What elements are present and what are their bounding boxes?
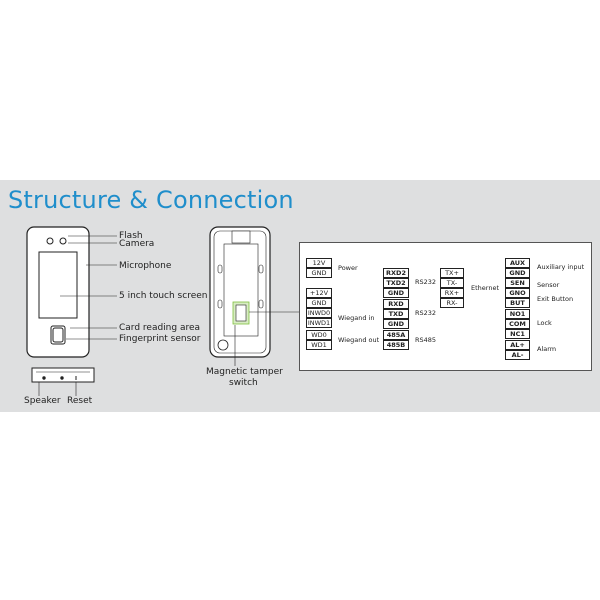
pin-gnd: GND (505, 268, 530, 278)
back-device (209, 226, 299, 366)
pin-12v: 12V (306, 258, 332, 268)
power-label: Power (338, 264, 358, 272)
pin-tx-plus: TX+ (440, 268, 464, 278)
pin-rx-plus: RX+ (440, 288, 464, 298)
tamper-label-line2: switch (229, 378, 258, 388)
microphone-label: Microphone (119, 261, 172, 271)
reset-label: Reset (67, 396, 93, 406)
pin-al-plus: AL+ (505, 340, 530, 350)
wiegand-out-label: Wiegand out (338, 336, 380, 344)
card-reading-label: Card reading area (119, 323, 201, 333)
camera-label: Camera (119, 239, 155, 249)
pin-no1: NO1 (505, 309, 530, 319)
pin-txd2: TXD2 (383, 278, 409, 288)
rs232-a-label: RS232 (415, 278, 437, 286)
pin-wd1: WD1 (306, 340, 332, 350)
front-device (26, 226, 90, 358)
pin-gnd: GND (306, 298, 332, 308)
pin-wd0: WD0 (306, 330, 332, 340)
pin-inwd0: INWD0 (306, 308, 332, 318)
speaker-label: Speaker (24, 396, 61, 406)
fingerprint-label: Fingerprint sensor (119, 334, 201, 344)
bottom-device (31, 367, 95, 396)
touch-screen-label: 5 inch touch screen (119, 291, 208, 301)
exit-button-label: Exit Button (537, 295, 574, 303)
pin-al-minus: AL- (505, 350, 530, 360)
wiegand-in-label: Wiegand in (338, 314, 375, 322)
pin-txd: TXD (383, 309, 409, 319)
sensor-label: Sensor (537, 281, 560, 289)
tamper-label-line1: Magnetic tamper (206, 367, 283, 377)
page-title: Structure & Connection (8, 186, 294, 214)
flash-label: Flash (119, 231, 143, 241)
pin-sen: SEN (505, 278, 530, 288)
pin-rx-minus: RX- (440, 298, 464, 308)
rs485-label: RS485 (415, 336, 437, 344)
pin-rxd2: RXD2 (383, 268, 409, 278)
pin-gno: GNO (505, 288, 530, 298)
pin-plus12v: +12V (306, 288, 332, 298)
pin-rxd: RXD (383, 299, 409, 309)
alarm-label: Alarm (537, 345, 557, 353)
pin-aux: AUX (505, 258, 530, 268)
pin-but: BUT (505, 298, 530, 308)
pin-gnd: GND (306, 268, 332, 278)
aux-label: Auxiliary input (537, 263, 585, 271)
rs232-b-label: RS232 (415, 309, 437, 317)
pin-tx-minus: TX- (440, 278, 464, 288)
pin-nc1: NC1 (505, 329, 530, 339)
ethernet-label: Ethernet (471, 284, 499, 292)
pin-485a: 485A (383, 330, 409, 340)
lock-label: Lock (537, 319, 552, 327)
pin-485b: 485B (383, 340, 409, 350)
pin-gnd: GND (383, 319, 409, 329)
pin-com: COM (505, 319, 530, 329)
pin-inwd1: INWD1 (306, 318, 332, 328)
pin-gnd: GND (383, 288, 409, 298)
